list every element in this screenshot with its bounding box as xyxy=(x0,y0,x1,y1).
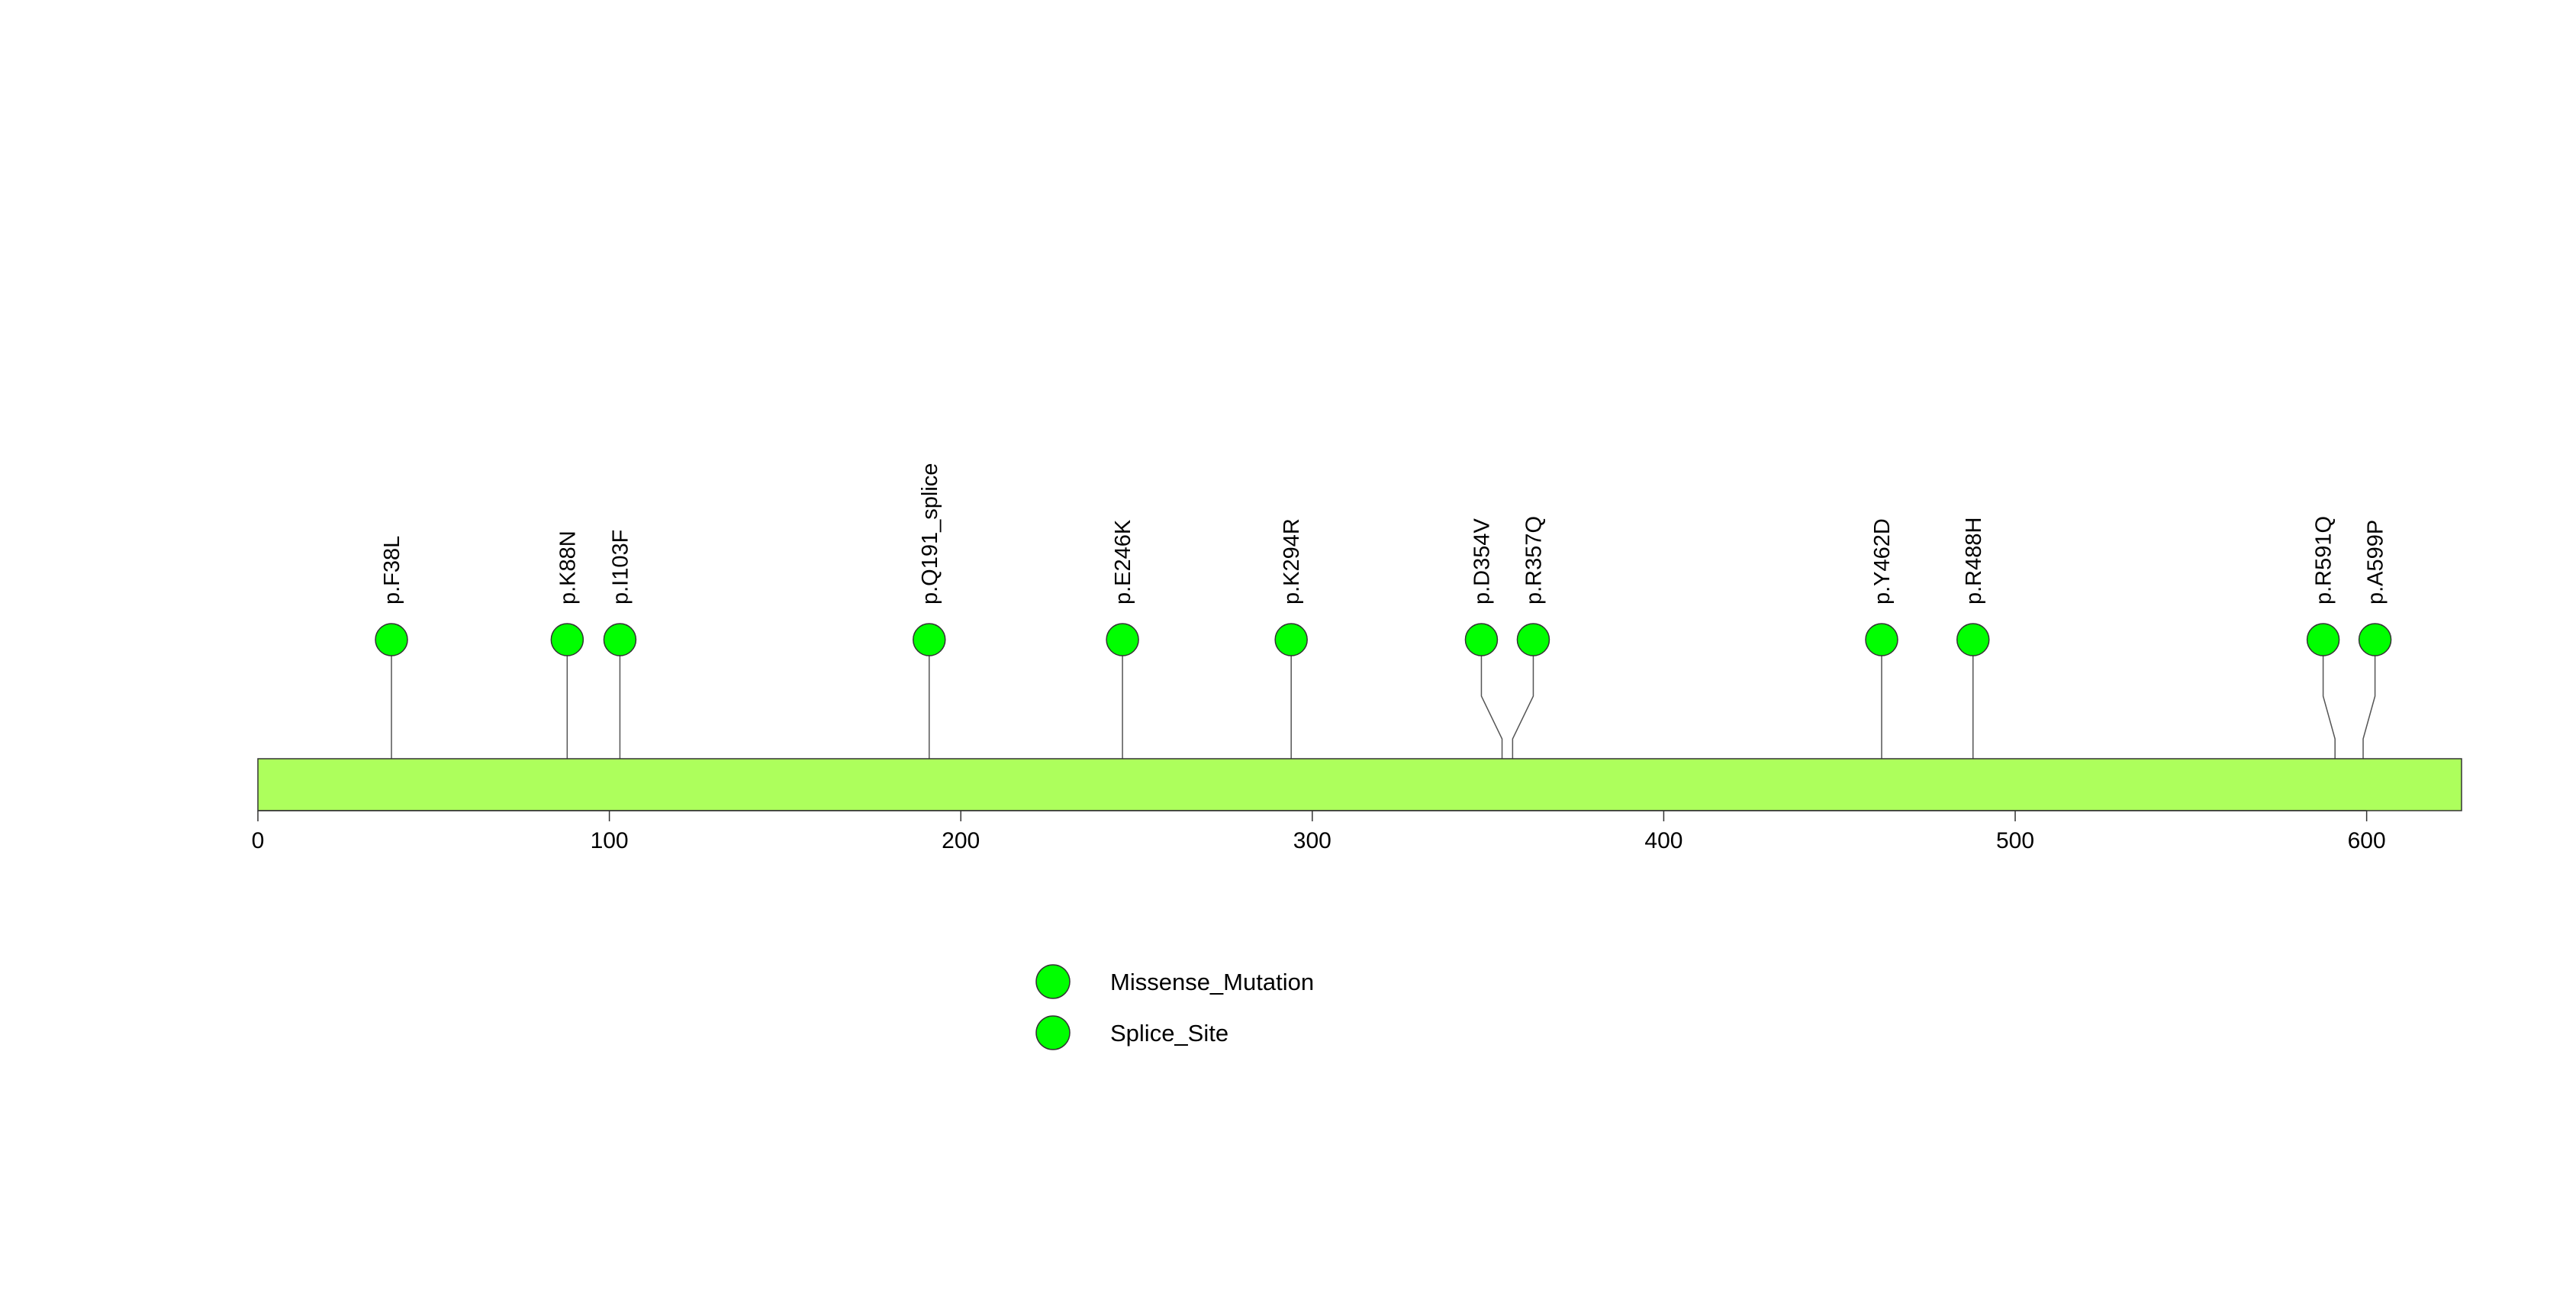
x-tick-label: 400 xyxy=(1644,828,1682,853)
mutation-label: p.R591Q xyxy=(2312,516,2336,605)
mutation-label: p.K88N xyxy=(555,531,580,605)
x-tick-label: 500 xyxy=(1996,828,2034,853)
mutation-label: p.K294R xyxy=(1280,518,1304,605)
mutation-label: p.A599P xyxy=(2364,520,2388,605)
mutation-marker xyxy=(2358,623,2392,656)
mutation-marker xyxy=(1956,623,1990,656)
mutation-label: p.Y462D xyxy=(1870,518,1895,605)
mutation-marker xyxy=(1274,623,1308,656)
x-tick-label: 200 xyxy=(942,828,980,853)
mutation-label: p.F38L xyxy=(380,536,404,605)
legend-marker xyxy=(1035,1015,1071,1050)
legend-label: Missense_Mutation xyxy=(1110,969,1314,995)
mutation-marker xyxy=(1865,623,1898,656)
mutation-label: p.E246K xyxy=(1111,519,1135,605)
mutation-marker xyxy=(375,623,408,656)
mutation-label: p.I103F xyxy=(608,530,633,605)
mutation-label: p.Q191_splice xyxy=(918,463,942,605)
mutation-marker xyxy=(1516,623,1550,656)
x-tick-label: 300 xyxy=(1293,828,1331,853)
x-tick-label: 100 xyxy=(591,828,629,853)
mutation-marker xyxy=(2306,623,2340,656)
x-tick-label: 0 xyxy=(252,828,265,853)
mutation-marker xyxy=(603,623,637,656)
legend-label: Splice_Site xyxy=(1110,1020,1228,1047)
x-axis: 0 100 200 300 400 500 600 xyxy=(252,810,2386,853)
mutation-label: p.R357Q xyxy=(1521,516,1546,605)
mutation-marker xyxy=(913,623,946,656)
mutation-marker xyxy=(1106,623,1139,656)
protein-bar xyxy=(257,758,2462,811)
mutation-markers: p.F38L p.K88N p.I103F p.Q191_splice p.E246K p… xyxy=(375,463,2392,656)
mutation-label: p.D354V xyxy=(1470,518,1494,605)
legend-marker xyxy=(1035,964,1071,999)
mutation-marker xyxy=(550,623,584,656)
x-tick-label: 600 xyxy=(2348,828,2386,853)
mutation-marker xyxy=(1464,623,1499,656)
mutation-label: p.R488H xyxy=(1962,518,1986,605)
